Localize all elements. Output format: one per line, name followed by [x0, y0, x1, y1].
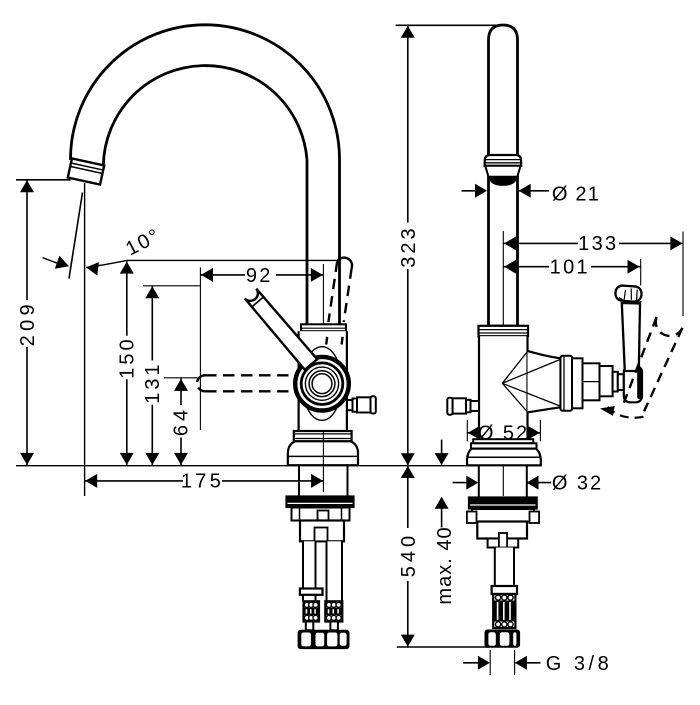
svg-text:209: 209	[17, 300, 39, 346]
svg-text:150: 150	[116, 336, 138, 378]
svg-text:131: 131	[142, 361, 164, 403]
svg-text:92: 92	[246, 265, 273, 287]
svg-text:Ø 52: Ø 52	[478, 423, 529, 445]
svg-text:133: 133	[578, 233, 618, 255]
svg-text:64: 64	[170, 406, 192, 436]
svg-text:323: 323	[398, 225, 420, 267]
svg-text:101: 101	[550, 256, 590, 278]
svg-text:Ø 21: Ø 21	[552, 184, 600, 206]
svg-text:Ø 32: Ø 32	[552, 472, 603, 494]
svg-text:G 3/8: G 3/8	[546, 653, 612, 675]
svg-text:540: 540	[398, 532, 420, 577]
svg-text:max. 40: max. 40	[434, 526, 456, 604]
svg-text:175: 175	[181, 471, 224, 493]
